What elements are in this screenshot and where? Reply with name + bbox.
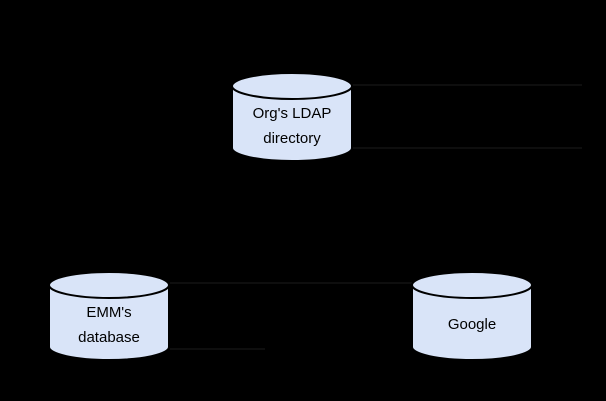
connector-line-emm-right-bottom: [170, 348, 265, 350]
database-cylinder-icon: [231, 72, 353, 162]
node-label-line: database: [78, 329, 140, 346]
node-label-line: directory: [263, 130, 321, 147]
node-google: Google: [411, 271, 533, 361]
node-label: Google: [411, 312, 533, 337]
connector-line-emm-right-top: [170, 282, 428, 284]
node-label-line: Org's LDAP: [252, 105, 332, 122]
node-label: EMM's database: [48, 300, 170, 350]
database-cylinder-icon: [48, 271, 170, 361]
node-label-line: EMM's: [86, 304, 132, 321]
database-cylinder-icon: [411, 271, 533, 361]
node-emms-database: EMM's database: [48, 271, 170, 361]
node-label: Org's LDAP directory: [231, 101, 353, 151]
node-label-line: Google: [447, 316, 497, 333]
node-orgs-ldap-directory: Org's LDAP directory: [231, 72, 353, 162]
connector-line-ldap-right-top: [351, 84, 582, 86]
connector-line-ldap-right-bottom: [351, 147, 582, 149]
